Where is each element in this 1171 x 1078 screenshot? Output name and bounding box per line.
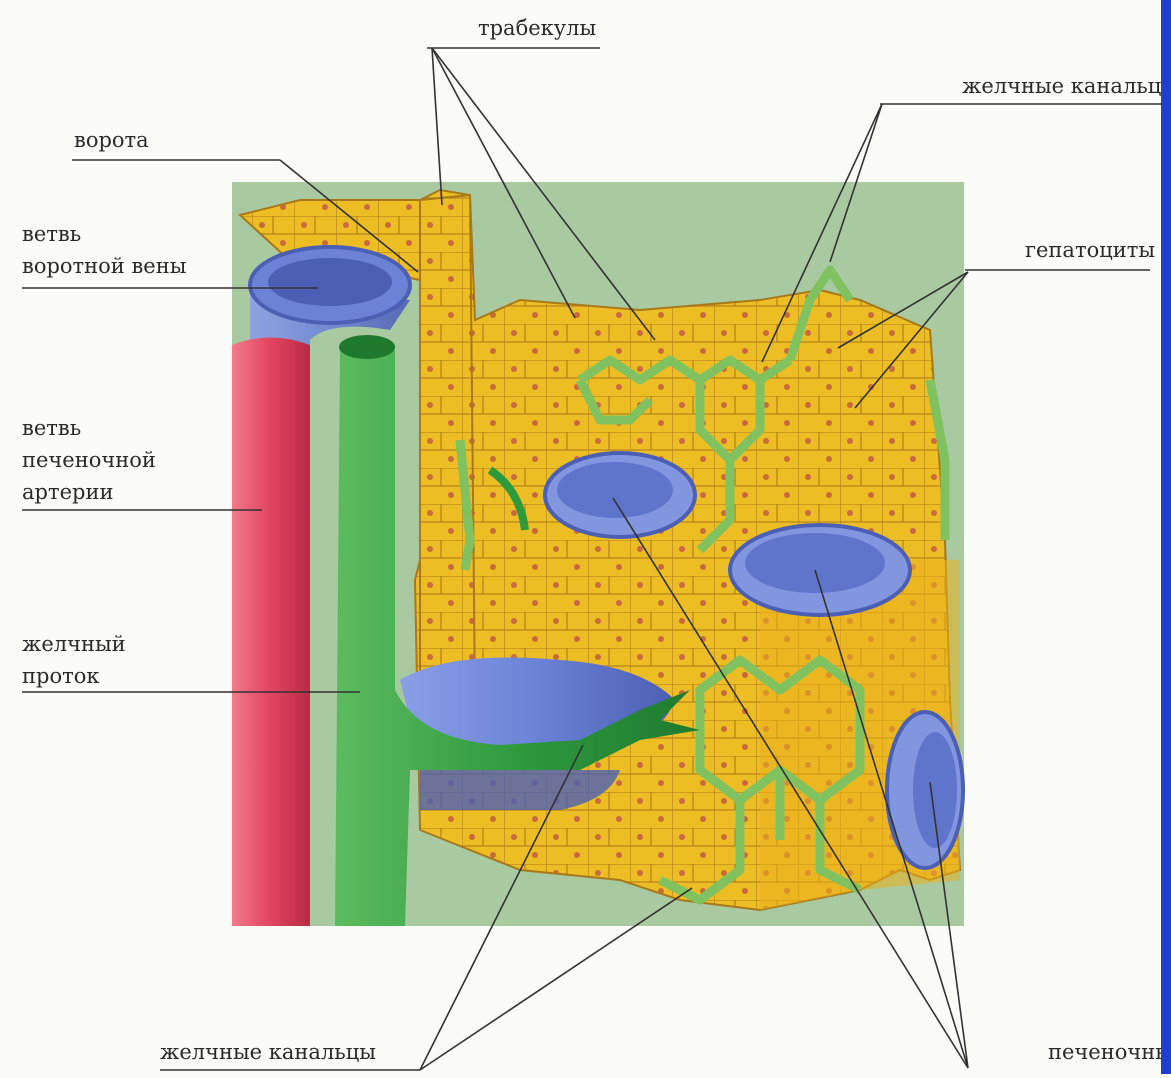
label-hepatic-artery-line1: ветвь [22,412,81,444]
label-hepatic-artery-line3: артерии [22,476,113,508]
label-bile-duct-line1: желчный [22,628,126,660]
label-bile-duct-line2: проток [22,660,99,692]
frame-edge [1161,0,1171,1074]
label-portal-vein-branch-line2: воротной вены [22,250,186,282]
label-trabeculae: трабекулы [478,12,596,44]
label-hepatic-sinusoids: печеночны [1048,1036,1171,1068]
label-hepatocytes: гепатоциты [1025,234,1155,266]
label-bile-canaliculi-top: желчные канальцы [962,70,1171,102]
label-hepatic-artery-line2: печеночной [22,444,156,476]
label-portal-gate: ворота [74,124,149,156]
hepatic-artery-branch [232,338,310,927]
label-portal-vein-branch-line1: ветвь [22,218,81,250]
label-bile-canaliculi-bottom: желчные канальцы [160,1036,376,1068]
